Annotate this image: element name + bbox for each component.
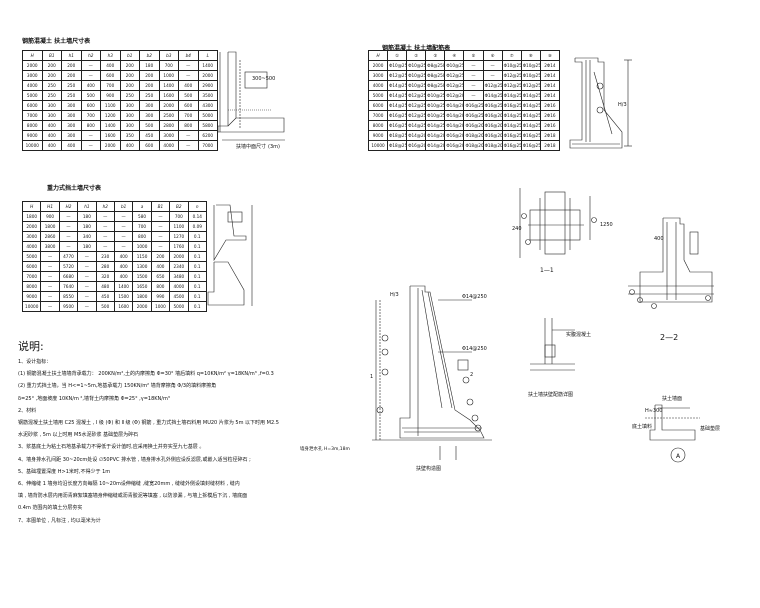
note-line: 填 , 墙背防水层内用沥青麻絮填塞墙身伸缩缝或沥青胶泥等填塞 , 以防渗漏 , … <box>18 493 248 500</box>
sketch1-dim: (3m) <box>268 144 280 150</box>
note-line: δ=25° ,地面坡度 10KN/m ²,墙背土内摩擦角 Φ=25° ,γ=18… <box>18 395 170 402</box>
table3-cell: 0.1 <box>187 301 208 312</box>
sketch2-h3: H/3 <box>618 102 627 108</box>
note-line: 5、基础埋置深度 H>1米时,不得少于 1m <box>18 468 111 475</box>
sketch1-note: 扶墙中面尺寸 <box>236 143 266 150</box>
rebar-label-a: Φ14@250 <box>462 294 487 300</box>
table2-cell: Φ14@200 <box>425 140 446 151</box>
table2-title: 钢筋混凝土 扶土墙配筋表 <box>382 45 451 52</box>
dim-400: 400 <box>654 236 664 242</box>
note-line: 7、本图单位 , 凡标注 , 均以毫米为计 <box>18 517 101 524</box>
num-2: 2 <box>470 372 473 378</box>
table2-cell: Φ18@200 <box>482 140 503 151</box>
table2-cell: Φ18@200 <box>463 140 484 151</box>
notes-block: 说明: 1、设计指标： (1) 钢筋混凝土扶土墙墙背承载力： 200KN/m²,土… <box>18 340 363 527</box>
note-line: 钢筋混凝土扶土墙用 C25 混凝土 , Ⅰ 级 (Φ) 和 Ⅱ 级 (Φ) 钢筋… <box>18 420 279 427</box>
table2-row: 10000Φ18@250Φ16@200Φ14@200Φ16@200Φ18@200… <box>367 140 561 151</box>
table2-row: 9000Φ18@250Φ14@200Φ14@200Φ16@200Φ18@200Φ… <box>367 130 561 141</box>
num-1: 1 <box>370 374 373 380</box>
table1-cell: 7000 <box>197 140 218 151</box>
detail-a-label: A <box>676 453 681 460</box>
small-note: H≈300 <box>645 408 663 414</box>
table2-cell: Φ16@250 <box>520 140 541 151</box>
table2-row: 6000Φ14@250Φ12@250Φ10@250Φ14@200Φ16@250Φ… <box>367 100 561 111</box>
table2-cell: Φ16@200 <box>444 140 465 151</box>
notes-lines: 1、设计指标： (1) 钢筋混凝土扶土墙墙背承载力： 200KN/m²,土的内摩擦… <box>18 356 363 527</box>
dim-300: 300~500 <box>252 76 275 82</box>
section-2-2 <box>628 217 714 309</box>
note-line: 水泥砂浆 , 5m 以上时用 M5水泥砂浆 基础垫层为碎石 <box>18 432 139 439</box>
table2-reinforcement: H①②③④⑤⑥⑦⑧⑨2000Φ10@250Φ10@250Φ8@250Φ10@25… <box>367 50 561 151</box>
note-line: 4、墙身排水孔间距 30~20cm处设 ∅50PVC 排水管 , 墙身排水孔外侧… <box>18 456 251 463</box>
section-1-1-label: 1—1 <box>540 267 554 274</box>
note-line: 2、材料 <box>18 407 37 414</box>
detail-a <box>645 404 700 463</box>
notes-side-note: 墙身泄水孔 H=3m,18m <box>300 447 350 452</box>
rebar-detail <box>530 318 575 371</box>
table2-row: 7000Φ16@250Φ12@250Φ10@250Φ14@200Φ16@250Φ… <box>367 110 561 121</box>
section-1-1 <box>519 188 597 258</box>
note-line: (2) 重力式挡土墙，当 H<=1~5m,地基承载力 150KN/m² 墙背摩擦… <box>18 383 217 390</box>
note-line: 6、伸缩缝 1 墙身均沿长度方向每隔 10~20m设伸缩缝 ,缝宽20mm , … <box>18 481 240 488</box>
label-soil: 底土填料 <box>632 423 652 430</box>
sketch-gravity-wall <box>207 204 253 306</box>
table2-row: 5000Φ14@250Φ12@250Φ10@250Φ12@200—Φ14@250… <box>367 90 561 101</box>
elevation-drawing <box>372 285 492 460</box>
sketch-cantilever-wall <box>217 51 285 141</box>
note-line: 0.4m 范围内的填土分层夯实 <box>18 505 83 512</box>
note-line: 1、设计指标： <box>18 359 52 365</box>
label-mid: 实腹混凝土 <box>566 331 591 338</box>
label-base: 基础垫层 <box>700 425 720 432</box>
note-line: 3、浆基底土为粘土石地基承载力不得低于设计值时,应采用换土并夯实至九七基层 。 <box>18 444 205 451</box>
rebar-label-b: Φ14@250 <box>462 346 487 352</box>
table1-title: 钢筋混凝土 扶土墙尺寸表 <box>22 38 91 45</box>
table2-cell: Φ16@250 <box>501 140 522 151</box>
label-top: 扶土墙面 <box>662 395 682 402</box>
table2-cell: Φ18@250 <box>387 140 408 151</box>
dim-1250: 1250 <box>600 222 613 228</box>
table2-cell: 2Φ18 <box>539 140 561 151</box>
elevation-caption: 扶壁构造图 <box>416 465 441 472</box>
table3-title: 重力式挡土墙尺寸表 <box>47 185 102 192</box>
notes-heading: 说明: <box>18 340 44 353</box>
section-2-2-label: 2—2 <box>660 333 678 342</box>
table2-cell: Φ16@200 <box>406 140 427 151</box>
dim-h: H/3 <box>390 292 399 298</box>
note-line: (1) 钢筋混凝土扶土墙墙背承载力： 200KN/m²,土的内摩擦角 Φ=30°… <box>18 371 274 378</box>
dim-240: 240 <box>512 226 522 232</box>
detail-caption: 扶土墙扶壁配筋详图 <box>528 391 573 398</box>
sketch-rebar-wall <box>569 57 632 149</box>
